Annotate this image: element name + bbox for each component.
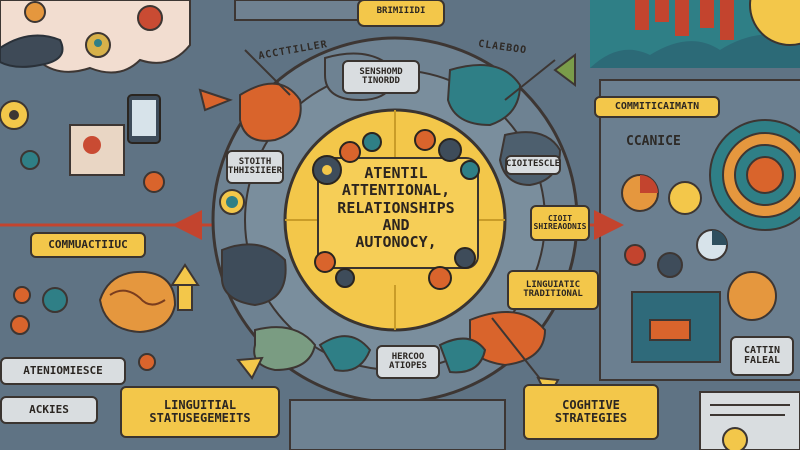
ring-label-right: CIOITESCLE <box>505 155 561 175</box>
gear-icon <box>312 132 382 185</box>
coin-icon <box>722 427 748 450</box>
person-icon <box>143 171 165 193</box>
gear-icon <box>0 100 29 130</box>
cognitive-box: COGHTIVE STRATEGIES <box>523 384 659 440</box>
top-banner-label: BRIMIIIDI <box>376 6 426 17</box>
central-line: ATTENTIONAL, <box>341 181 451 200</box>
communication-box-right: COMMITICAIMATN <box>594 96 720 118</box>
person-icon <box>20 150 40 170</box>
green-arrow <box>553 53 576 87</box>
tablet-icon <box>69 94 161 176</box>
central-line: AND <box>382 215 410 234</box>
leaf-icon <box>42 287 68 313</box>
left-blob <box>220 243 287 307</box>
top-banner <box>357 0 445 27</box>
teal-blob <box>446 64 522 127</box>
ring-label-right-tab: CIOIT SHIREAODNIS <box>530 205 590 241</box>
dark-cloud <box>0 34 64 68</box>
lower-left-arrow <box>236 356 264 380</box>
cathin-box: CATTIN FALEAL <box>730 336 794 376</box>
central-line: RELATIONSHIPS <box>337 198 455 217</box>
attention-box: ATENIOMIESCE <box>0 357 126 385</box>
connector-line <box>491 317 546 386</box>
central-line: AUTONOCY, <box>355 233 437 251</box>
up-arrow <box>177 284 193 311</box>
pin-icon <box>138 353 156 371</box>
ring-label-left: STOITH THHISIIEER <box>226 150 284 184</box>
central-label-box <box>317 157 479 269</box>
central-line: ATENTIL <box>364 164 428 182</box>
actions-box: ACKIES <box>0 396 98 424</box>
brain-icon <box>98 270 177 334</box>
leaf-icon <box>13 286 31 304</box>
bottom-blob <box>318 335 372 372</box>
target-icon <box>709 119 800 231</box>
bottom-panel <box>289 399 506 450</box>
bar-chart-icon <box>631 291 721 363</box>
connector-line <box>244 49 291 96</box>
document-icon <box>699 391 800 450</box>
orange-blob <box>239 82 302 142</box>
linguistic-box: LINGUITIAL STATUSEGEMEITS <box>120 386 280 438</box>
communication-box-left: COMMUACTIIUC <box>30 232 146 258</box>
ring-label-bottom: HERCOO ATIOPES <box>376 345 440 379</box>
spiral-icon <box>727 271 777 321</box>
gear-icon <box>314 247 476 290</box>
heart-icon <box>10 315 30 335</box>
up-arrow-head <box>170 263 200 286</box>
pie-chart-icon <box>621 174 728 278</box>
bottom-right-blob <box>438 337 487 374</box>
cognice-label: CCANICE <box>626 134 681 149</box>
central-concept: ATENTIL ATTENTIONAL, RELATIONSHIPS AND A… <box>312 164 480 251</box>
connector-line <box>504 59 556 101</box>
target-icon <box>219 189 245 215</box>
orange-arrow <box>198 88 233 112</box>
linguistic-right-box: LINGUIATIC TRADITIONAL <box>507 270 599 310</box>
bar-chart-icon <box>590 0 800 68</box>
ring-label-top: SENSHOMD TINORDD <box>342 60 420 94</box>
gear-icon <box>414 129 480 180</box>
